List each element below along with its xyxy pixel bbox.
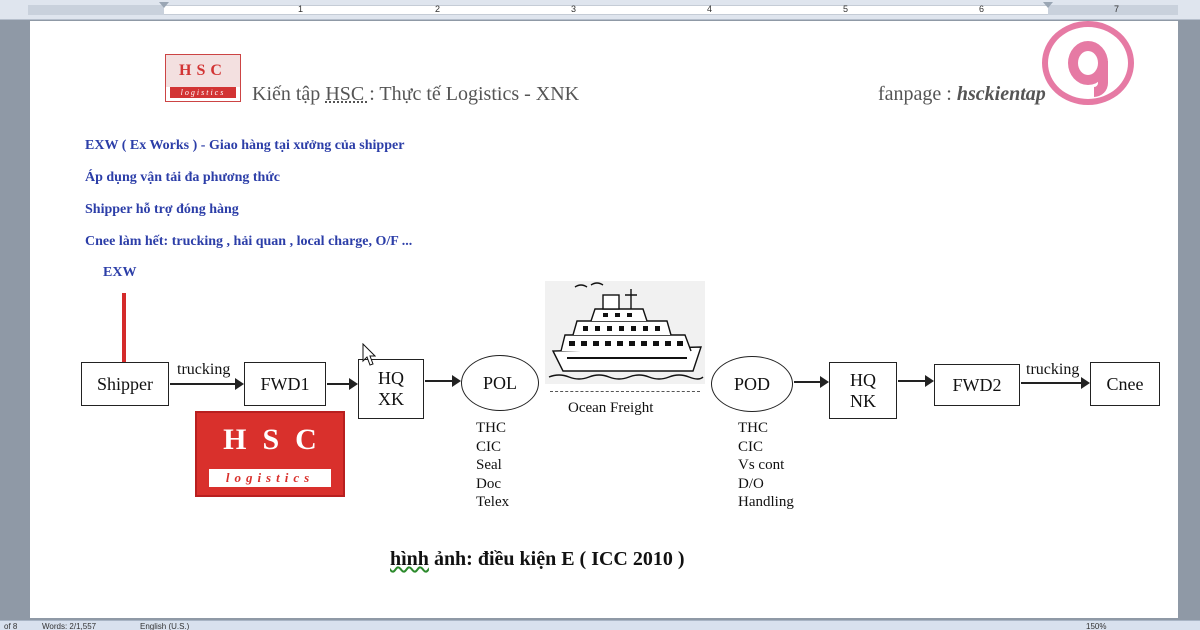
arrow-pod-hqnk <box>794 376 829 388</box>
pol-fee: CIC <box>476 438 502 455</box>
note-line: EXW ( Ex Works ) - Giao hàng tại xưởng c… <box>85 138 405 153</box>
fanpage-label: fanpage : <box>878 83 957 105</box>
hq-xk-line1: HQ <box>378 368 404 388</box>
first-line-indent-handle[interactable] <box>159 2 169 8</box>
ruler-left-margin <box>28 5 164 15</box>
arrow-shipper-fwd1 <box>170 378 244 390</box>
arrow-hqnk-fwd2 <box>898 375 934 387</box>
arrow-hqxk-pol <box>425 375 461 387</box>
fanpage-text: fanpage : hsckientap <box>878 83 1046 106</box>
title-underlined: HSC <box>325 83 370 105</box>
fwd2-box: FWD2 <box>934 364 1020 406</box>
hq-xk-line2: XK <box>378 389 404 409</box>
right-indent-handle[interactable] <box>1043 2 1053 8</box>
arrow-fwd1-hqxk <box>327 378 358 390</box>
figure-caption: hình ảnh: điều kiện E ( ICC 2010 ) <box>390 548 685 571</box>
hq-nk-line1: HQ <box>850 369 876 390</box>
ruler-number: 4 <box>707 4 713 14</box>
status-words[interactable]: Words: 2/1,557 <box>42 622 97 630</box>
ship-dashed-line <box>550 391 700 392</box>
hsc-header-logo: HSC logistics <box>165 54 241 102</box>
ship-illustration <box>545 281 705 384</box>
pol-fee: Seal <box>476 457 502 474</box>
exw-marker-line <box>122 293 126 373</box>
pol-fee: Doc <box>476 475 501 492</box>
ship-icon <box>548 282 704 380</box>
pol-oval: POL <box>461 355 539 411</box>
note-line: Shipper hỗ trợ đóng hàng <box>85 202 239 217</box>
pod-fee-list: THC CIC Vs cont D/O Handling <box>738 419 794 512</box>
pol-fee: Telex <box>476 494 510 511</box>
hq-nk-line2: NK <box>850 390 876 411</box>
big-logo-top: HSC <box>223 423 333 456</box>
status-page[interactable]: of 8 <box>4 622 18 630</box>
pol-fee-list: THC CIC Seal Doc Telex <box>476 419 509 512</box>
big-logo-bottom: logistics <box>209 469 331 487</box>
document-page[interactable]: HSC logistics Kiến tập HSC : Thực tế Log… <box>30 21 1178 618</box>
arrow-fwd2-cnee <box>1021 377 1090 389</box>
ruler-number: 7 <box>1114 4 1120 14</box>
mouse-cursor-icon <box>362 343 376 366</box>
ruler-number: 2 <box>435 4 441 14</box>
pod-fee: Handling <box>738 494 794 511</box>
trucking-label-2: trucking <box>1026 361 1080 378</box>
status-language[interactable]: English (U.S.) <box>140 622 190 630</box>
hq-nk-box: HQ NK <box>829 362 897 419</box>
note-line: Áp dụng vận tải đa phương thức <box>85 170 280 185</box>
pod-fee: THC <box>738 420 768 436</box>
ruler-number: 1 <box>298 4 304 14</box>
pod-fee: Vs cont <box>738 457 785 474</box>
shipper-box: Shipper <box>81 362 169 406</box>
fwd1-box: FWD1 <box>244 362 326 406</box>
pod-fee: CIC <box>738 438 764 455</box>
exw-label: EXW <box>103 265 137 280</box>
logo-top-text: HSC <box>166 55 240 87</box>
status-bar: of 8 Words: 2/1,557 English (U.S.) 150% <box>0 620 1200 630</box>
ocean-freight-label: Ocean Freight <box>568 400 654 416</box>
ruler-number: 5 <box>843 4 849 14</box>
ruler-number: 6 <box>979 4 985 14</box>
pod-fee: D/O <box>738 475 764 492</box>
caption-part1: hình <box>390 548 429 570</box>
trucking-label-1: trucking <box>177 361 231 378</box>
pod-oval: POD <box>711 356 793 412</box>
ruler-track <box>28 5 1178 15</box>
title-suffix: : Thực tế Logistics - XNK <box>369 83 580 105</box>
header-title: Kiến tập HSC : Thực tế Logistics - XNK <box>252 83 579 106</box>
fanpage-handle: hsckientap <box>956 83 1046 105</box>
note-line: Cnee làm hết: trucking , hải quan , loca… <box>85 234 413 249</box>
ruler-number: 3 <box>571 4 577 14</box>
title-prefix: Kiến tập <box>252 83 326 105</box>
pol-fee: THC <box>476 420 506 436</box>
horizontal-ruler[interactable]: 1 2 3 4 5 6 7 <box>0 0 1200 20</box>
hsc-big-logo: HSC logistics <box>195 411 345 497</box>
ruler-right-margin <box>1048 5 1178 15</box>
hq-xk-box: HQ XK <box>358 359 424 419</box>
g-badge-icon <box>1042 21 1134 105</box>
caption-part2: ảnh: điều kiện E ( ICC 2010 ) <box>428 548 685 570</box>
logo-bottom-text: logistics <box>170 87 236 98</box>
status-zoom[interactable]: 150% <box>1086 622 1107 630</box>
cnee-box: Cnee <box>1090 362 1160 406</box>
g-badge-tail <box>1094 61 1108 97</box>
